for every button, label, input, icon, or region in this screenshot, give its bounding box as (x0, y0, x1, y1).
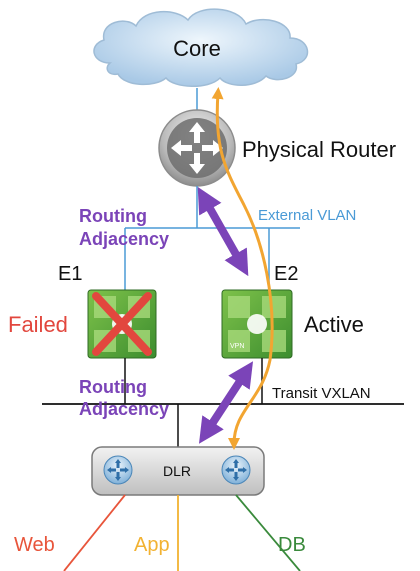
edge-e2: VPN (221, 289, 293, 359)
routing-adjacency-arrow-upper (197, 186, 249, 277)
app-label: App (134, 534, 170, 556)
physical-router-label: Physical Router (242, 137, 396, 162)
web-label: Web (14, 534, 55, 556)
physical-router: Physical Router (158, 109, 396, 187)
db-label: DB (278, 534, 306, 556)
routing-adjacency-arrow-lower (198, 361, 254, 444)
edge-e1 (87, 289, 157, 359)
vpn-label: VPN (230, 343, 244, 350)
active-label: Active (304, 312, 364, 337)
segment-db: DB (235, 494, 306, 571)
segment-web: Web (14, 494, 126, 571)
traffic-path (211, 87, 274, 450)
routing-adjacency-upper-line2: Adjacency (79, 229, 169, 249)
routing-adjacency-lower: Routing Adjacency (79, 377, 169, 419)
routing-adjacency-lower-line1: Routing (79, 377, 147, 397)
dlr: DLR (91, 446, 265, 496)
e1-label: E1 (58, 263, 82, 285)
dlr-label: DLR (163, 463, 191, 479)
core-cloud: Core (93, 8, 309, 87)
router-icon (103, 455, 133, 485)
x-mark-icon (92, 292, 152, 356)
failed-label: Failed (8, 312, 68, 337)
router-icon (221, 455, 251, 485)
transit-vxlan-label: Transit VXLAN (272, 385, 371, 402)
routing-adjacency-lower-line2: Adjacency (79, 399, 169, 419)
segment-app: App (134, 495, 179, 571)
routing-adjacency-upper-line1: Routing (79, 206, 147, 226)
e2-label: E2 (274, 263, 298, 285)
external-vlan-label: External VLAN (258, 207, 356, 224)
routing-adjacency-upper: Routing Adjacency (79, 206, 169, 249)
core-label: Core (173, 36, 221, 61)
cloud-icon (93, 8, 309, 87)
